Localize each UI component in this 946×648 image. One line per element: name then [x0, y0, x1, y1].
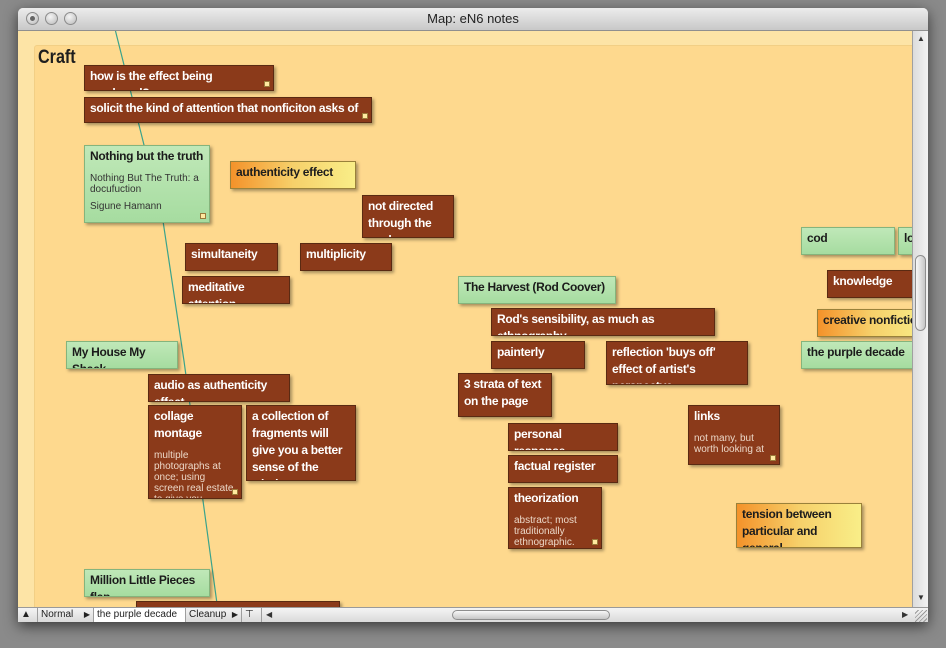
note-lo[interactable]: lo [898, 227, 912, 255]
note-label: theorization [514, 491, 579, 505]
note-audio[interactable]: audio as authenticity effect [148, 374, 290, 402]
note-label: My House My Shack [72, 345, 146, 369]
home-icon[interactable]: ▲ [18, 608, 38, 622]
note-label: tension between particular and general [742, 507, 832, 548]
note-label: authenticity effect [236, 165, 333, 179]
note-label: Million Little Pieces flap [90, 573, 196, 597]
note-resize-handle[interactable] [362, 113, 368, 119]
note-collage[interactable]: collage montage multiple photographs at … [148, 405, 242, 499]
note-partial[interactable] [136, 601, 340, 607]
vertical-scroll-thumb[interactable] [915, 255, 926, 331]
note-label: how is the effect being produced? [90, 69, 213, 90]
note-label: simultaneity [191, 247, 258, 261]
note-million[interactable]: Million Little Pieces flap [84, 569, 210, 597]
note-links[interactable]: links not many, but worth looking at [688, 405, 780, 465]
note-label: solicit the kind of attention that nonfi… [90, 101, 359, 122]
pin-icon[interactable]: ⊤ [242, 608, 262, 622]
note-multiplicity[interactable]: multiplicity [300, 243, 392, 271]
note-reflection[interactable]: reflection 'buys off' effect of artist's… [606, 341, 748, 385]
note-theorization[interactable]: theorization abstract; most traditionall… [508, 487, 602, 549]
scroll-up-icon[interactable]: ▲ [917, 34, 925, 43]
note-rods[interactable]: Rod's sensibility, as much as ethnograph… [491, 308, 715, 336]
note-label: reflection 'buys off' effect of artist's… [612, 345, 716, 384]
mode-arrow-icon: ▶ [83, 610, 90, 619]
scroll-right-icon[interactable]: ▶ [902, 610, 909, 619]
note-label: 3 strata of text on the page [464, 377, 542, 408]
note-nothing-truth[interactable]: Nothing but the truth Nothing But The Tr… [84, 145, 210, 223]
note-solicit[interactable]: solicit the kind of attention that nonfi… [84, 97, 372, 123]
note-label: The Harvest (Rod Coover) [464, 280, 605, 294]
note-harvest[interactable]: The Harvest (Rod Coover) [458, 276, 616, 304]
note-how-effect[interactable]: how is the effect being produced? [84, 65, 274, 91]
note-my-house[interactable]: My House My Shack [66, 341, 178, 369]
note-label: creative nonfiction is [823, 313, 912, 327]
zoom-button[interactable] [64, 12, 77, 25]
note-tension[interactable]: tension between particular and general [736, 503, 862, 548]
container-label: Craft [38, 47, 76, 68]
note-label: Rod's sensibility, as much as ethnograph… [497, 312, 655, 336]
note-resize-handle[interactable] [232, 489, 238, 495]
note-text: not many, but worth looking at [694, 433, 765, 455]
note-label: multiplicity [306, 247, 366, 261]
note-factual[interactable]: factual register [508, 455, 618, 483]
cleanup-button[interactable]: Cleanup ▶ [186, 608, 242, 622]
note-label: Nothing but the truth [90, 149, 203, 163]
note-label: painterly [497, 345, 545, 359]
mode-selector[interactable]: Normal ▶ [38, 608, 94, 622]
note-text: abstract; most traditionally ethnographi… [514, 515, 577, 548]
note-cod[interactable]: cod [801, 227, 895, 255]
window-title: Map: eN6 notes [427, 11, 519, 26]
note-purple[interactable]: the purple decade [801, 341, 912, 369]
note-creative[interactable]: creative nonfiction is [817, 309, 912, 337]
note-label: knowledge [833, 274, 893, 288]
note-text: Sigune Hamann [90, 201, 162, 212]
resize-grip-icon[interactable] [915, 610, 927, 622]
note-text: Nothing But The Truth: a docufuction [90, 173, 199, 195]
note-label: not directed through the work [368, 199, 434, 237]
cleanup-label: Cleanup [189, 609, 227, 620]
note-label: cod [807, 231, 828, 245]
note-painterly[interactable]: painterly [491, 341, 585, 369]
note-not-directed[interactable]: not directed through the work [362, 195, 454, 238]
map-canvas[interactable]: Craft how is the effect being produced? … [18, 31, 912, 607]
title-bar[interactable]: Map: eN6 notes [18, 8, 928, 31]
note-knowledge[interactable]: knowledge [827, 270, 912, 298]
map-window: Map: eN6 notes Craft how is the effect b… [18, 8, 928, 622]
vertical-scrollbar[interactable]: ▲ ▼ [912, 31, 928, 607]
scroll-left-icon[interactable]: ◀ [266, 610, 273, 619]
note-resize-handle[interactable] [770, 455, 776, 461]
note-resize-handle[interactable] [264, 81, 270, 87]
note-resize-handle[interactable] [592, 539, 598, 545]
minimize-button[interactable] [45, 12, 58, 25]
horizontal-scroll-thumb[interactable] [452, 610, 610, 620]
note-text: multiple photographs at once; using scre… [154, 450, 234, 498]
note-strata[interactable]: 3 strata of text on the page [458, 373, 552, 417]
mode-label: Normal [41, 609, 74, 620]
note-simultaneity[interactable]: simultaneity [185, 243, 278, 271]
close-button[interactable] [26, 12, 39, 25]
bottom-bar: ▲ Normal ▶ the purple decade Cleanup ▶ ⊤ ◀… [18, 607, 928, 622]
note-resize-handle[interactable] [200, 213, 206, 219]
note-meditative[interactable]: meditative attention [182, 276, 290, 304]
note-personal[interactable]: personal response [508, 423, 618, 451]
note-authenticity[interactable]: authenticity effect [230, 161, 356, 189]
note-label: lo [904, 231, 912, 245]
note-label: audio as authenticity effect [154, 378, 268, 402]
note-fragments[interactable]: a collection of fragments will give you … [246, 405, 356, 481]
cleanup-arrow-icon: ▶ [231, 610, 238, 619]
note-label: personal response [514, 427, 565, 451]
note-label: the purple decade [807, 345, 905, 359]
note-label: meditative attention [188, 280, 245, 304]
scroll-down-icon[interactable]: ▼ [917, 593, 925, 602]
note-label: a collection of fragments will give you … [252, 409, 343, 480]
note-label: collage montage [154, 409, 202, 440]
note-label: links [694, 409, 720, 423]
breadcrumb-label: the purple decade [97, 609, 178, 620]
note-label: factual register [514, 459, 596, 473]
breadcrumb-path[interactable]: the purple decade [94, 608, 186, 622]
